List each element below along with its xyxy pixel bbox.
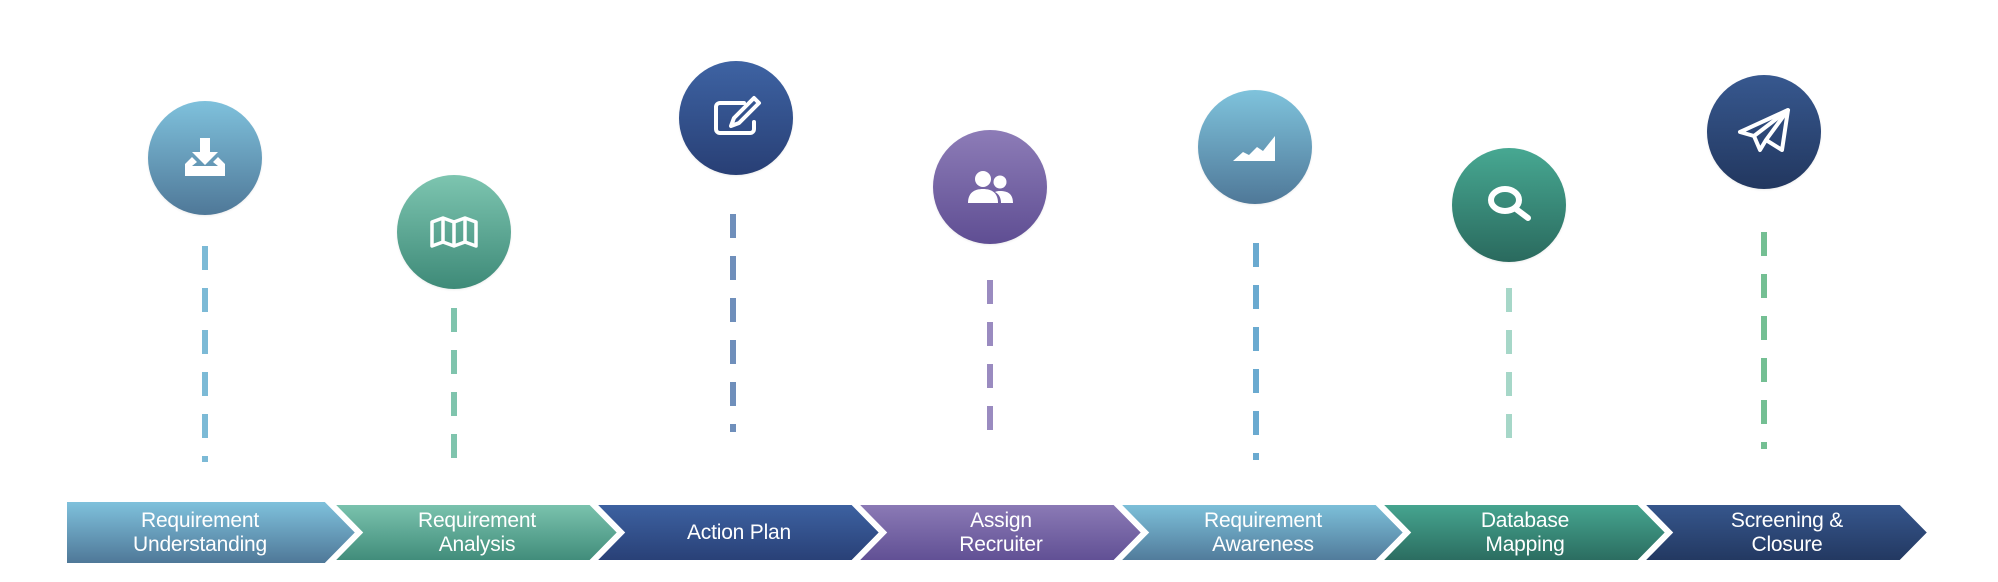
step-label: Database Mapping <box>1480 508 1570 556</box>
process-step: Action Plan <box>583 499 888 566</box>
search-icon <box>1477 173 1541 237</box>
process-step: Screening & Closure <box>1631 499 1936 566</box>
edit-pencil-icon <box>704 86 768 150</box>
users-icon <box>958 155 1022 219</box>
process-step: Requirement Understanding <box>67 502 359 563</box>
step-label: Requirement Analysis <box>417 508 537 556</box>
milestone-circle <box>1707 75 1821 189</box>
chart-growth-icon <box>1223 115 1287 179</box>
milestone-circle <box>1198 90 1312 204</box>
milestone-circle <box>679 61 793 175</box>
milestone-circle <box>933 130 1047 244</box>
process-step: Requirement Analysis <box>321 499 626 566</box>
chevron-shape <box>1631 499 1936 566</box>
download-tray-icon <box>173 126 237 190</box>
step-label: Assign Recruiter <box>959 508 1043 556</box>
step-label: Screening & Closure <box>1730 508 1844 556</box>
milestone-circle <box>1452 148 1566 262</box>
connector-dashed-line <box>987 280 993 432</box>
step-label: Action Plan <box>686 520 792 544</box>
paper-plane-icon <box>1732 100 1796 164</box>
milestone-circle <box>397 175 511 289</box>
step-label: Requirement Awareness <box>1203 508 1323 556</box>
process-step: Requirement Awareness <box>1107 499 1412 566</box>
connector-dashed-line <box>1253 243 1259 460</box>
step-label: Requirement Understanding <box>133 508 267 556</box>
connector-dashed-line <box>451 308 457 460</box>
connector-dashed-line <box>202 246 208 462</box>
milestone-circle <box>148 101 262 215</box>
process-step: Database Mapping <box>1369 499 1674 566</box>
connector-dashed-line <box>1506 288 1512 440</box>
process-step: Assign Recruiter <box>845 499 1150 566</box>
connector-dashed-line <box>1761 232 1767 449</box>
connector-dashed-line <box>730 214 736 432</box>
map-icon <box>422 200 486 264</box>
chevron-shape <box>67 502 359 563</box>
